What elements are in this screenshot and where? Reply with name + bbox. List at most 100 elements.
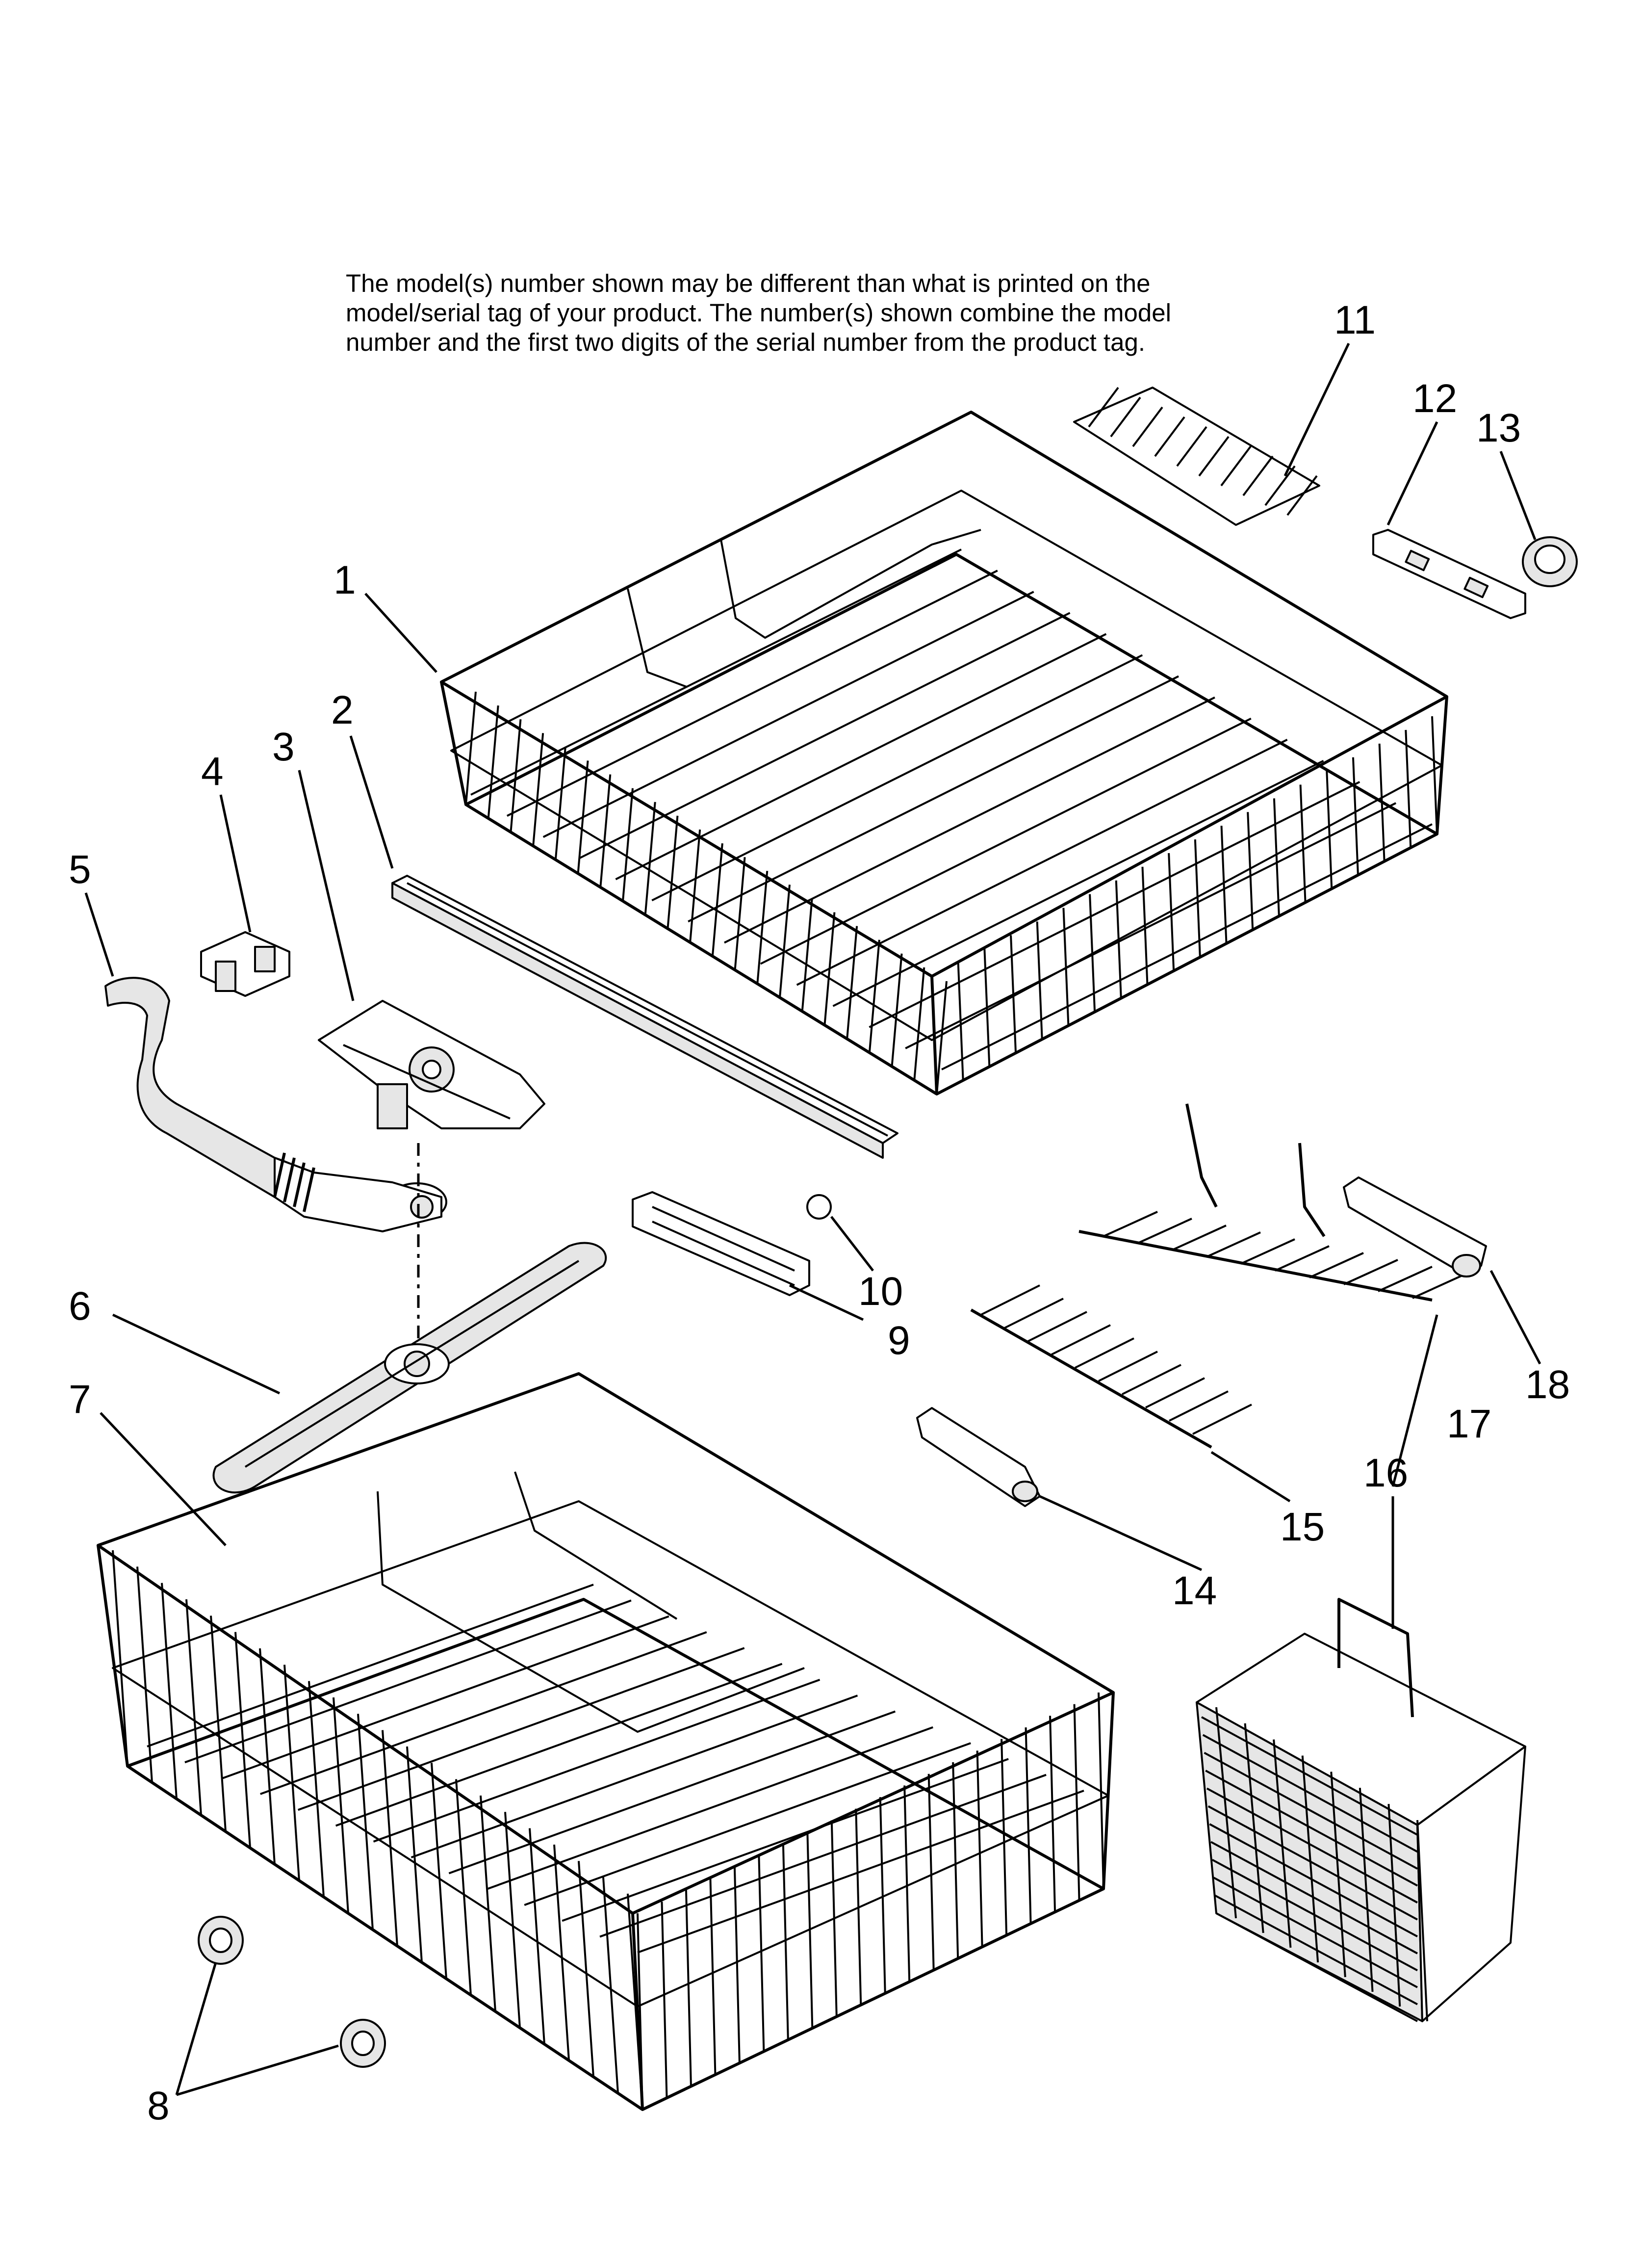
wire-segment [1240, 1238, 1295, 1265]
wire-segment [1088, 387, 1119, 428]
wire-segment [486, 1726, 933, 1890]
callout-1: 1 [334, 558, 356, 602]
wire-segment [1412, 1273, 1467, 1299]
upper-dishrack [440, 411, 1448, 1095]
wire-segment [913, 967, 925, 1081]
stop-ball [806, 1194, 832, 1220]
wire-segment [869, 781, 1360, 1028]
wire-segment [1299, 784, 1307, 903]
wire-segment [578, 1861, 594, 2077]
wire-segment [161, 1583, 178, 1799]
wire-segment [184, 1599, 632, 1764]
callout-3: 3 [272, 725, 295, 769]
wire-segment [615, 633, 1107, 881]
wire-segment [234, 1632, 251, 1848]
callout-18: 18 [1525, 1362, 1570, 1407]
wire-segment [1220, 826, 1228, 944]
wire-segment [1168, 853, 1175, 971]
leader-lines [84, 342, 1541, 2096]
wire-segment [1205, 1770, 1418, 1887]
spray-arm [212, 1242, 607, 1494]
rack-wheels [198, 1916, 386, 2068]
wire-segment [976, 1750, 983, 1947]
wire-segment [1215, 1707, 1237, 1919]
callout-8: 8 [147, 2084, 170, 2128]
wire-segment [779, 885, 791, 998]
wire-segment [1275, 1245, 1330, 1272]
note-line-3: number and the first two digits of the s… [346, 328, 1145, 356]
rail-stop [632, 1191, 810, 1296]
note-line-2: model/serial tag of your product. The nu… [346, 299, 1171, 327]
wire-segment [298, 1647, 745, 1811]
folding-tines [970, 1103, 1467, 1449]
wire-segment [782, 1843, 789, 2040]
wire-segment [644, 802, 656, 915]
wire-segment [1309, 1252, 1364, 1278]
callout-2: 2 [331, 688, 354, 732]
wire-segment [260, 1631, 707, 1795]
wire-segment [868, 939, 880, 1053]
wire-segment [1286, 475, 1318, 516]
wire-segment [1192, 1404, 1252, 1435]
wire-segment [1172, 1225, 1227, 1251]
cup-shelf-tines [1073, 387, 1320, 526]
callout-13: 13 [1476, 406, 1521, 450]
wire-segment [1075, 1337, 1134, 1369]
wire-segment [455, 1779, 472, 1995]
wire-segment [431, 1763, 447, 1979]
wire-segment [1206, 1231, 1261, 1258]
wire-segment [927, 1773, 935, 1970]
wire-segment [487, 705, 499, 819]
wire-segment [1359, 1788, 1374, 1992]
wire-segment [1194, 839, 1201, 958]
wire-segment [1103, 1211, 1158, 1237]
wire-segment [283, 1665, 300, 1881]
wire-segment [1378, 1266, 1433, 1292]
callout-4: 4 [201, 749, 224, 794]
wire-segment [1216, 1912, 1418, 2022]
wire-segment [1352, 757, 1359, 875]
wire-segment [1264, 465, 1296, 506]
tine-clip [916, 1407, 1041, 1507]
wire-segment [185, 1599, 202, 1816]
wire-segment [760, 717, 1252, 965]
wire-segment [1141, 866, 1149, 985]
wire-segment [801, 898, 813, 1012]
wire-segment [1001, 1739, 1008, 1935]
wire-segment [1145, 1377, 1205, 1408]
wire-segment [667, 815, 679, 929]
wire-segment [542, 591, 1034, 838]
wire-segment [651, 654, 1143, 902]
callout-6: 6 [69, 1284, 91, 1329]
wire-segment [1387, 1804, 1401, 2007]
wire-segment [855, 1808, 862, 2005]
wire-segment [1202, 1734, 1418, 1853]
wire-segment [637, 1790, 1084, 1954]
wire-segment [796, 738, 1288, 986]
wire-segment [891, 953, 903, 1067]
wire-segment [1004, 1298, 1064, 1329]
wire-segment [688, 675, 1179, 923]
wire-segment [602, 1877, 619, 2093]
wire-segment [333, 1697, 349, 1914]
adjuster-knob [1522, 536, 1578, 587]
wire-segment [504, 1812, 521, 2028]
wire-segment [410, 1694, 858, 1859]
wire-segment [1343, 1259, 1398, 1285]
wire-segment [936, 981, 948, 1095]
callout-9: 9 [888, 1318, 910, 1363]
wire-segment [273, 1152, 286, 1198]
wire-segment [554, 747, 566, 860]
wire-segment [210, 1616, 227, 1832]
wire-segment [1378, 743, 1385, 861]
wire-segment [406, 1746, 423, 1963]
wire-segment [532, 733, 544, 846]
wire-segment [1154, 416, 1185, 457]
wire-segment [448, 1710, 896, 1875]
wire-segment [733, 1867, 741, 2063]
wire-segment [1330, 1772, 1346, 1978]
wire-segment [599, 1773, 1047, 1938]
wire-segment [1431, 716, 1438, 834]
wire-segment [980, 1284, 1040, 1316]
tine-holder [1343, 1176, 1487, 1277]
